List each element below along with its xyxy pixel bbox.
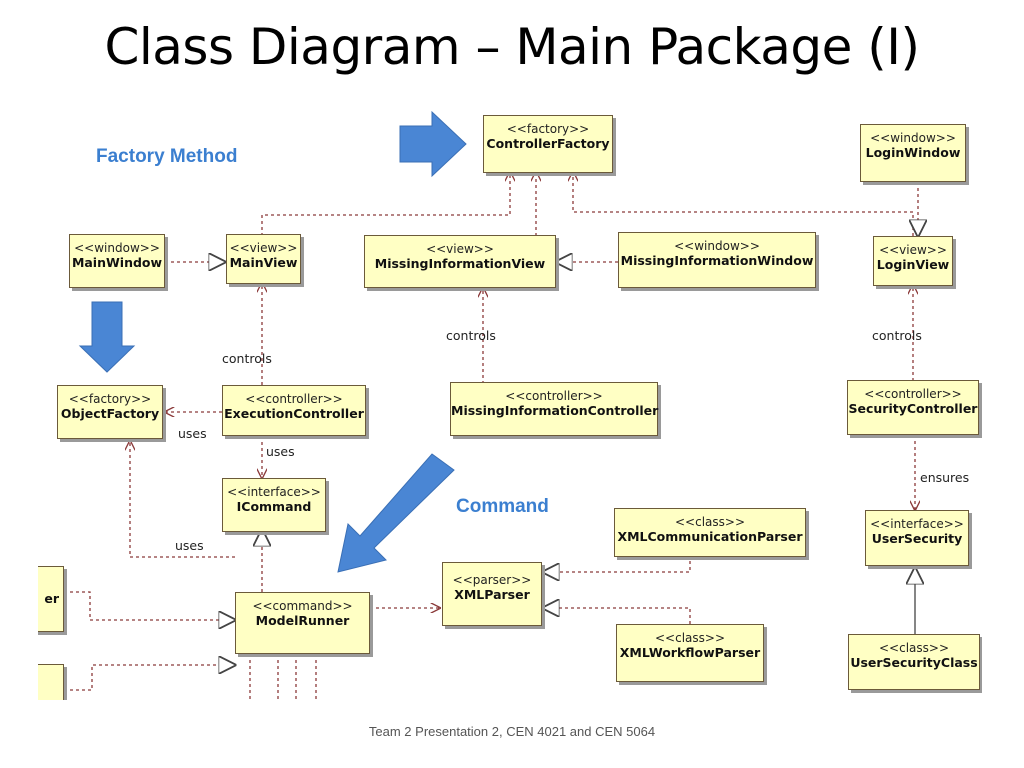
stereotype: <<command>> [252, 599, 353, 613]
class-missing-information-controller: <<controller>> MissingInformationControl… [450, 382, 658, 436]
pattern-label-command: Command [456, 496, 549, 517]
class-security-controller: <<controller>> SecurityController [847, 380, 979, 435]
class-name: ObjectFactory [60, 406, 160, 421]
stereotype: <<view>> [426, 242, 494, 256]
class-missing-information-view: <<view>> MissingInformationView [364, 235, 556, 288]
class-login-view: <<view>> LoginView [873, 236, 953, 286]
class-xml-parser: <<parser>> XMLParser [442, 562, 542, 626]
dep-modelrunner-objectfactory [130, 441, 235, 558]
class-main-window: <<window>> MainWindow [69, 234, 165, 288]
diagram-connectors [64, 110, 982, 700]
stereotype: <<class>> [654, 631, 725, 645]
stereotype: <<class>> [674, 515, 745, 529]
stereotype: <<controller>> [864, 387, 962, 401]
stereotype: <<window>> [74, 241, 160, 255]
slide-title: Class Diagram – Main Package (I) [104, 18, 920, 76]
class-name: ICommand [236, 499, 312, 514]
label-controls-login: controls [872, 328, 922, 343]
stereotype: <<interface>> [227, 485, 321, 499]
slide-footer: Team 2 Presentation 2, CEN 4021 and CEN … [368, 724, 656, 739]
class-execution-controller: <<controller>> ExecutionController [222, 385, 366, 436]
class-name: ModelRunner [255, 613, 350, 628]
class-name: XMLWorkflowParser [619, 645, 761, 660]
stereotype: <<factory>> [506, 122, 590, 136]
real-xmlworkflow-xmlparser [543, 608, 691, 624]
stereotype: <<class>> [878, 641, 949, 655]
class-controller-factory: <<factory>> ControllerFactory [483, 115, 613, 173]
class-diagram: <<factory>> ControllerFactory <<window>>… [38, 108, 982, 700]
class-name: MissingInformationView [374, 256, 546, 271]
label-ensures: ensures [920, 470, 970, 485]
class-main-view: <<view>> MainView [226, 234, 301, 284]
class-name: MainWindow [71, 255, 163, 270]
class-xml-workflow-parser: <<class>> XMLWorkflowParser [616, 624, 764, 682]
class-model-runner: <<command>> ModelRunner [235, 592, 370, 654]
stereotype: <<controller>> [505, 389, 603, 403]
label-uses-model-runner: uses [175, 538, 204, 553]
stereotype: <<view>> [879, 243, 947, 257]
stereotype: <<factory>> [68, 392, 152, 406]
class-object-factory: <<factory>> ObjectFactory [57, 385, 163, 439]
class-xml-communication-parser: <<class>> XMLCommunicationParser [614, 508, 806, 557]
class-partial-bottom [38, 664, 64, 700]
class-name: UserSecurity [871, 531, 963, 546]
label-uses-icommand: uses [266, 444, 295, 459]
class-name: SecurityController [848, 401, 978, 416]
class-name: XMLCommunicationParser [617, 529, 803, 544]
label-controls-main: controls [222, 351, 272, 366]
class-name: ExecutionController [224, 406, 364, 421]
class-icommand: <<interface>> ICommand [222, 478, 326, 532]
real-partial-top-modelrunner [64, 591, 235, 620]
class-name: LoginView [876, 257, 950, 272]
dep-mainview-factory [261, 172, 510, 236]
real-xmlcomm-xmlparser [543, 555, 691, 572]
class-name: MissingInformationWindow [620, 253, 814, 268]
class-name: MissingInformationController [451, 403, 659, 418]
class-user-security-class: <<class>> UserSecurityClass [848, 634, 980, 690]
stereotype: <<window>> [870, 131, 956, 145]
class-name: MainView [229, 255, 298, 270]
blue-arrow-right [399, 110, 467, 178]
class-partial-top: er [38, 566, 64, 632]
real-partial-bottom-modelrunner [64, 665, 235, 691]
class-name: UserSecurityClass [850, 655, 978, 670]
class-login-window: <<window>> LoginWindow [860, 124, 966, 182]
stereotype: <<window>> [674, 239, 760, 253]
class-user-security: <<interface>> UserSecurity [865, 510, 969, 566]
stereotype: <<view>> [229, 241, 298, 255]
stereotype: <<controller>> [245, 392, 343, 406]
class-name: XMLParser [454, 587, 530, 602]
class-missing-information-window: <<window>> MissingInformationWindow [618, 232, 816, 288]
class-name: LoginWindow [865, 145, 961, 160]
label-uses-object-factory: uses [178, 426, 207, 441]
blue-arrow-down [78, 301, 136, 373]
label-controls-missing: controls [446, 328, 496, 343]
class-name: ControllerFactory [486, 136, 610, 151]
blue-arrow-diagonal [337, 453, 455, 573]
stereotype: <<parser>> [452, 573, 532, 587]
pattern-label-factory-method: Factory Method [96, 146, 238, 167]
class-name: er [44, 591, 59, 606]
stereotype: <<interface>> [870, 517, 964, 531]
